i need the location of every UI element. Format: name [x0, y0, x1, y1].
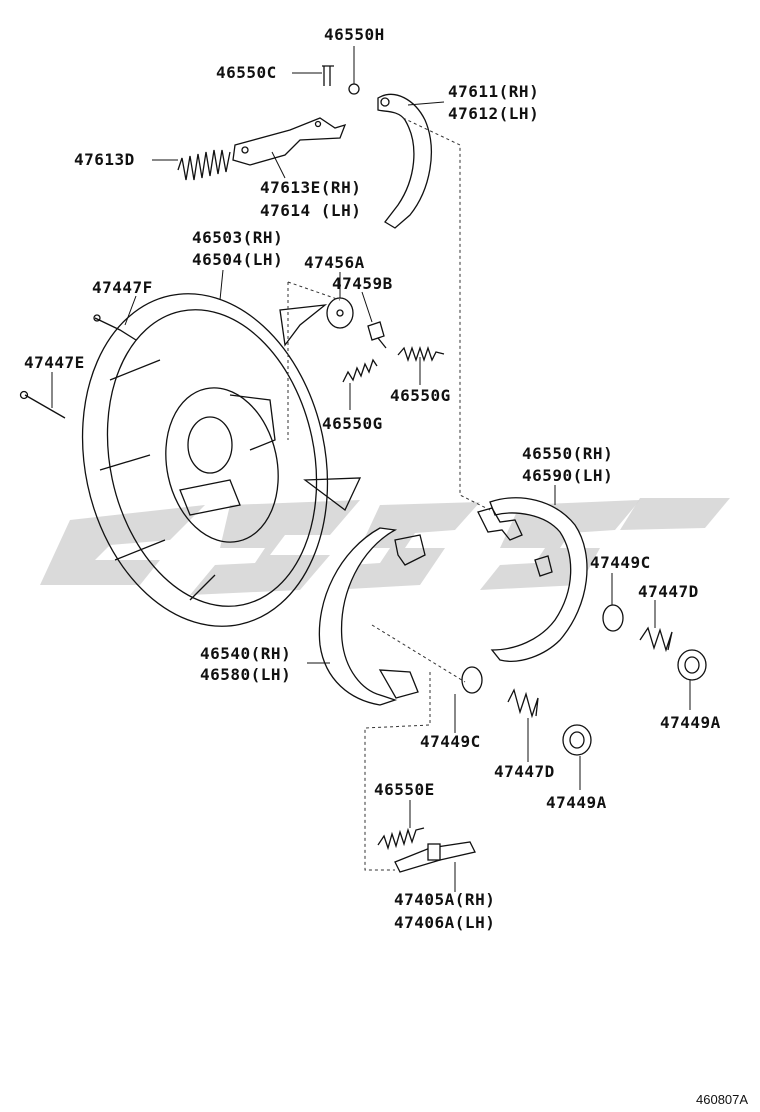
- label-47613D: 47613D: [74, 150, 135, 169]
- strut: [232, 117, 347, 166]
- label-47405A: 47405A(RH): [394, 890, 495, 909]
- figure-reference: 460807A: [696, 1092, 748, 1107]
- label-47456A: 47456A: [304, 253, 365, 272]
- label-47613E: 47613E(RH): [260, 178, 361, 197]
- label-46503: 46503(RH): [192, 228, 283, 247]
- label-46540: 46540(RH): [200, 644, 291, 663]
- label-47406A: 47406A(LH): [394, 913, 495, 932]
- label-47449A-b: 47449A: [546, 793, 607, 812]
- label-46580: 46580(LH): [200, 665, 291, 684]
- label-47614: 47614 (LH): [260, 201, 361, 220]
- backing-plate: [81, 293, 362, 627]
- brake-shoe-front: [318, 527, 426, 706]
- hold-down-pins: [19, 314, 137, 419]
- clip-and-nut: [322, 65, 360, 95]
- label-47447E: 47447E: [24, 353, 85, 372]
- label-47611: 47611(RH): [448, 82, 539, 101]
- label-46504: 46504(LH): [192, 250, 283, 269]
- return-springs: [342, 345, 445, 383]
- label-47449C-b: 47449C: [420, 732, 481, 751]
- label-46550H: 46550H: [324, 25, 385, 44]
- watermark-logo: [40, 498, 730, 595]
- label-46550E: 46550E: [374, 780, 435, 799]
- washer-and-bolt: [326, 297, 387, 349]
- label-47459B: 47459B: [332, 274, 393, 293]
- label-47449C-a: 47449C: [590, 553, 651, 572]
- parking-brake-lever: [377, 93, 432, 229]
- hold-down-cups-right: [602, 604, 707, 681]
- strut-spring: [177, 149, 231, 181]
- label-46590: 46590(LH): [522, 466, 613, 485]
- label-47447F: 47447F: [92, 278, 153, 297]
- dashed-leader-lines: [287, 117, 491, 871]
- label-47449A-a: 47449A: [660, 713, 721, 732]
- label-46550G-b: 46550G: [322, 414, 383, 433]
- adjuster-assembly: [377, 827, 476, 873]
- label-46550C: 46550C: [216, 63, 277, 82]
- label-47612: 47612(LH): [448, 104, 539, 123]
- hold-down-cups-left: [461, 666, 592, 756]
- brake-shoe-rear: [477, 497, 588, 662]
- label-47447D-b: 47447D: [494, 762, 555, 781]
- label-47447D-a: 47447D: [638, 582, 699, 601]
- part-labels: 46550H 46550C 47611(RH) 47612(LH) 47613D…: [24, 25, 748, 1107]
- label-46550G-a: 46550G: [390, 386, 451, 405]
- leader-lines: [51, 46, 691, 892]
- label-46550: 46550(RH): [522, 444, 613, 463]
